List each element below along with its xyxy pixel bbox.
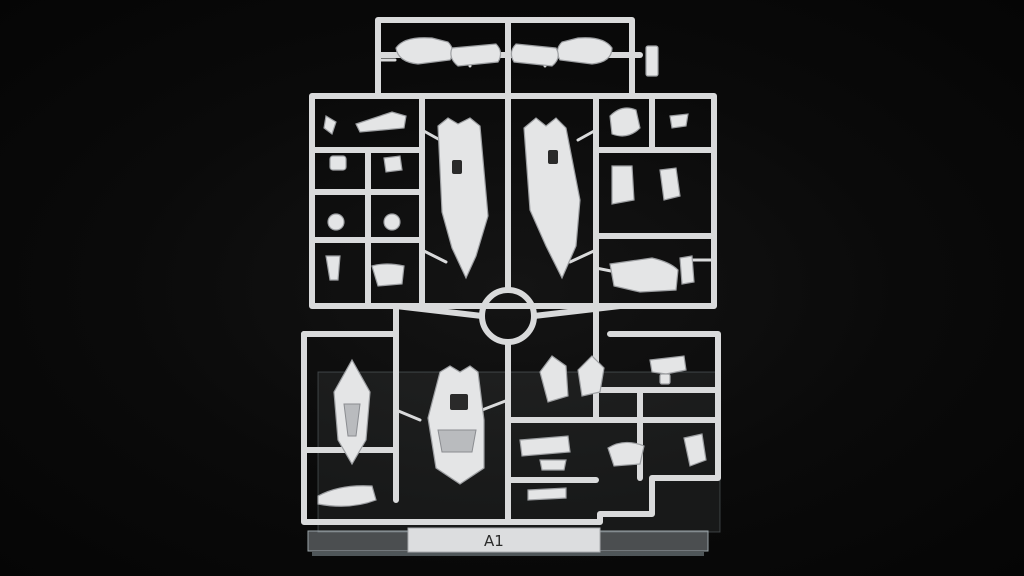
- top-shoulder-parts: [395, 37, 659, 77]
- runner-frame: [301, 17, 721, 525]
- torso-part: [427, 365, 485, 485]
- left-small-parts: [323, 111, 407, 287]
- sprue-tag: A1: [407, 527, 601, 553]
- sprue-tag-label: A1: [484, 532, 504, 550]
- leg-armor-parts: [437, 117, 581, 280]
- blade-parts: [317, 358, 377, 507]
- lower-right-parts: [519, 355, 707, 501]
- right-small-parts: [609, 107, 695, 293]
